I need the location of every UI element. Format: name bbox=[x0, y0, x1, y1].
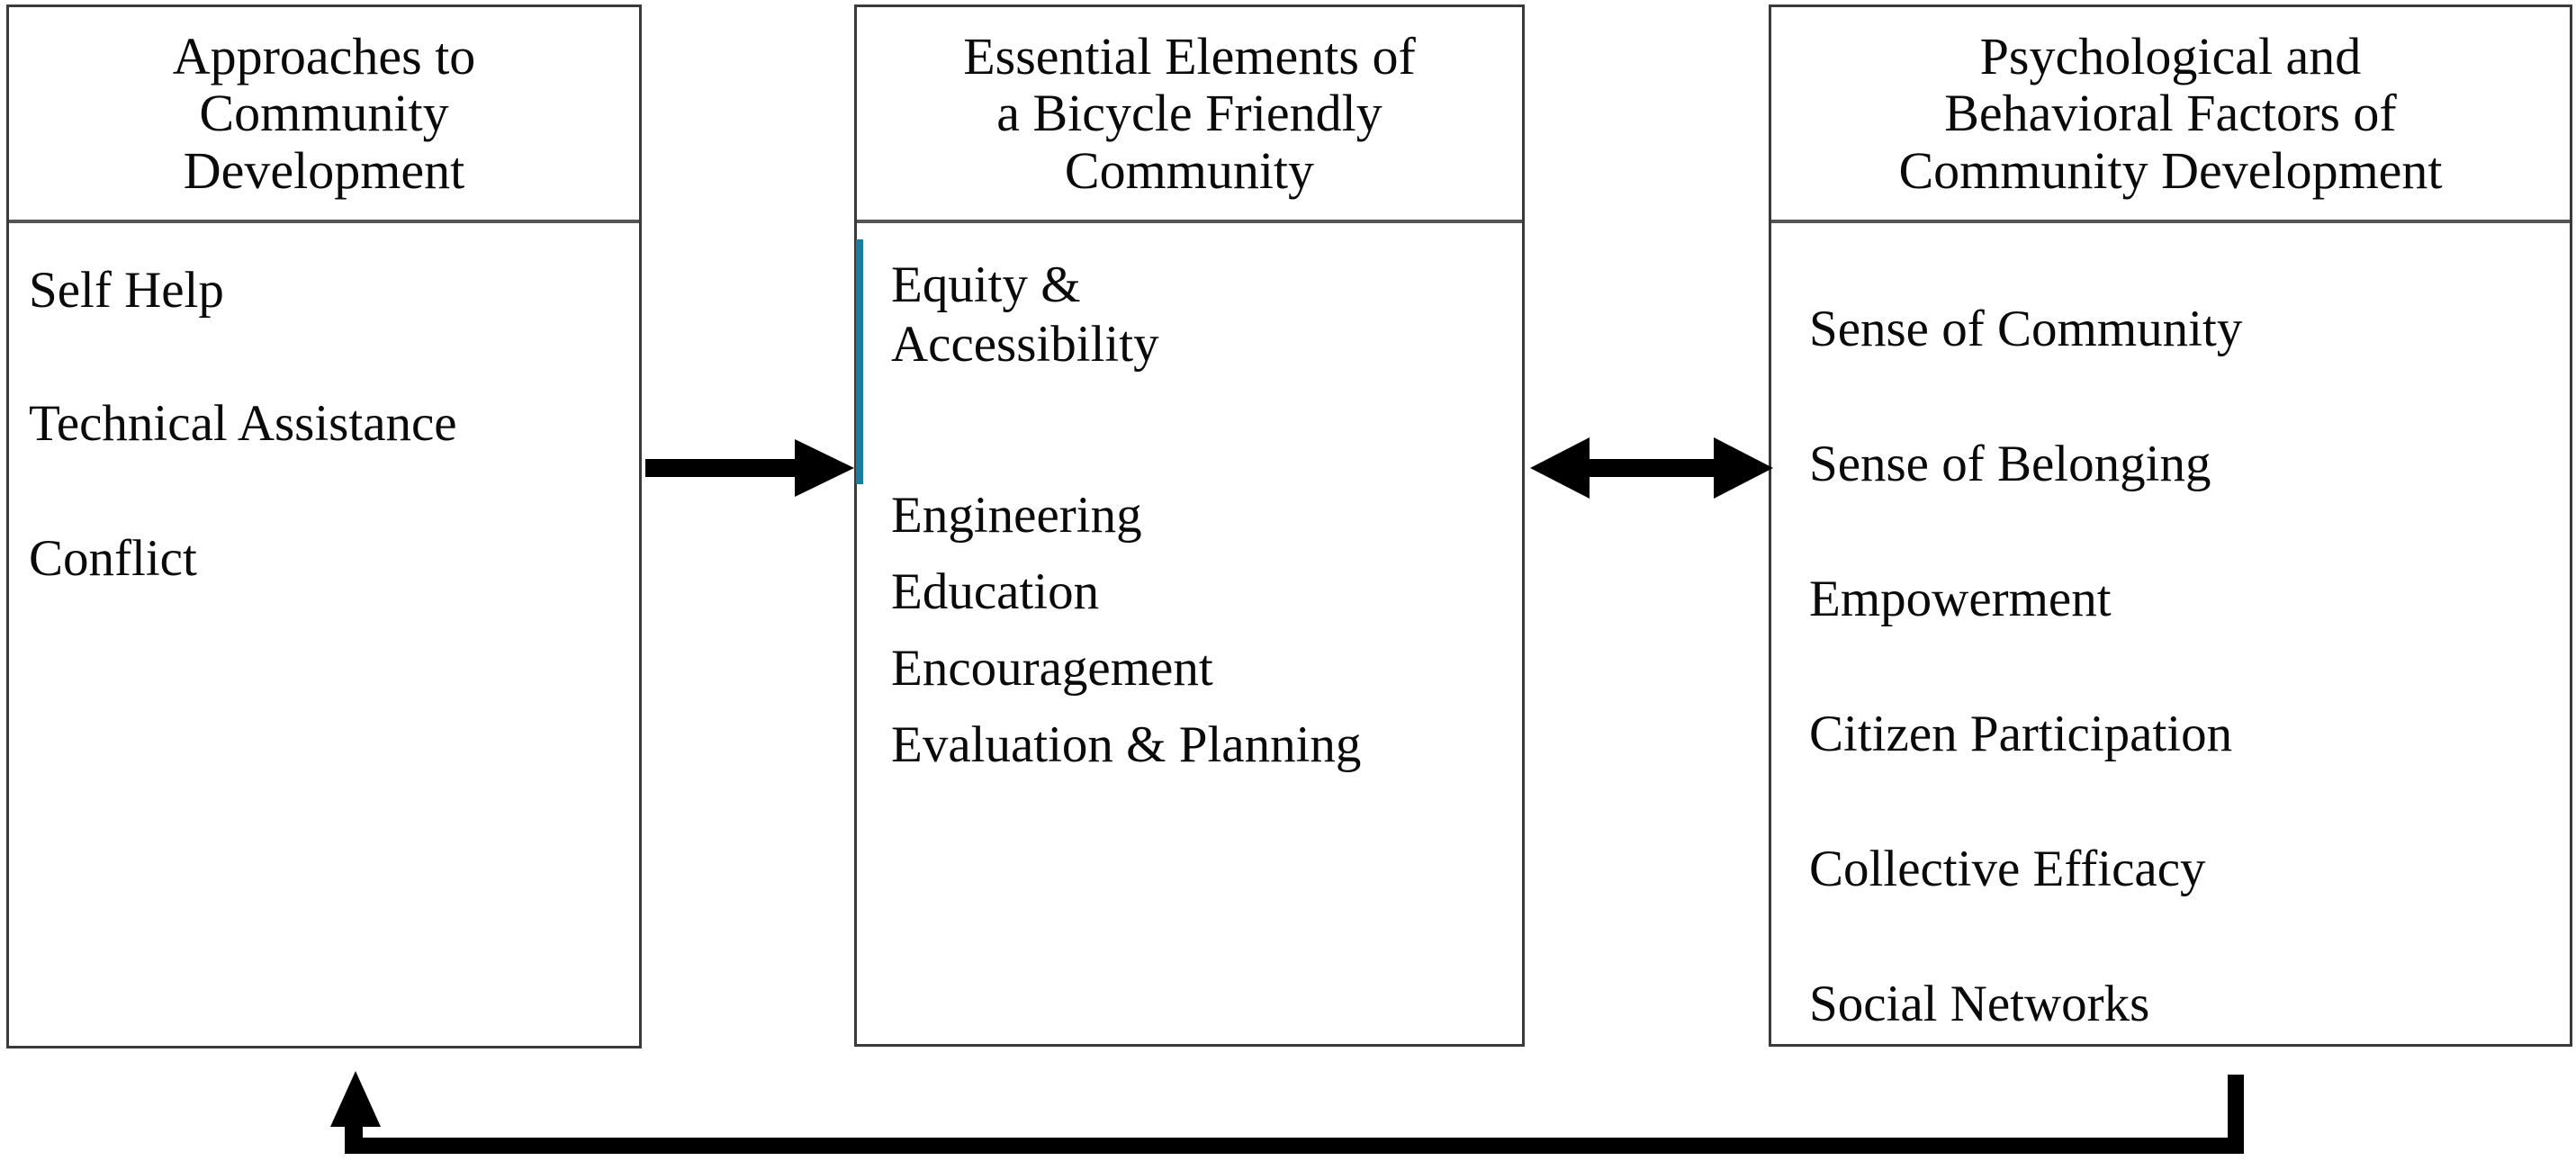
column-essential-elements-of-a-bicycle-friendly-community: Essential Elements of a Bicycle Friendly… bbox=[854, 4, 1525, 1047]
list-item: Sense of Belonging bbox=[1809, 436, 2211, 492]
column-body-essential-elements: Equity & Accessibility Engineering Educa… bbox=[856, 223, 1522, 1044]
column-psychological-and-behavioral-factors-of-community-development: Psychological and Behavioral Factors of … bbox=[1769, 4, 2572, 1047]
list-item: Social Networks bbox=[1809, 976, 2150, 1032]
column-header-psychological-factors: Psychological and Behavioral Factors of … bbox=[1771, 7, 2570, 223]
column-header-label: Psychological and Behavioral Factors of … bbox=[1898, 27, 2443, 200]
column-header-label: Approaches to Community Development bbox=[172, 27, 476, 200]
list-item: Collective Efficacy bbox=[1809, 841, 2206, 897]
list-item: Citizen Participation bbox=[1809, 706, 2233, 762]
list-item: Self Help bbox=[29, 262, 224, 319]
arrow-double-headed-icon bbox=[1530, 437, 1773, 499]
column-approaches-to-community-development: Approaches to Community Development Self… bbox=[6, 4, 642, 1048]
list-item: Engineering bbox=[891, 487, 1142, 544]
column-body-approaches: Self Help Technical Assistance Conflict bbox=[9, 223, 639, 1046]
list-item: Conflict bbox=[29, 530, 197, 587]
list-item: Technical Assistance bbox=[29, 395, 457, 452]
column-header-label: Essential Elements of a Bicycle Friendly… bbox=[963, 27, 1416, 200]
column-header-essential-elements: Essential Elements of a Bicycle Friendly… bbox=[857, 7, 1522, 223]
accent-bar bbox=[856, 239, 863, 484]
column-header-approaches: Approaches to Community Development bbox=[9, 7, 639, 223]
list-item: Empowerment bbox=[1809, 571, 2112, 627]
list-item: Encouragement bbox=[891, 640, 1213, 697]
arrow-feedback-loop-icon bbox=[330, 1071, 2244, 1154]
arrow-right-icon bbox=[645, 439, 854, 497]
list-item: Evaluation & Planning bbox=[891, 716, 1362, 773]
list-item: Sense of Community bbox=[1809, 301, 2243, 357]
list-item: Education bbox=[891, 563, 1100, 620]
list-item: Equity & Accessibility bbox=[891, 256, 1159, 374]
column-body-psychological-factors: Sense of Community Sense of Belonging Em… bbox=[1771, 223, 2570, 1044]
